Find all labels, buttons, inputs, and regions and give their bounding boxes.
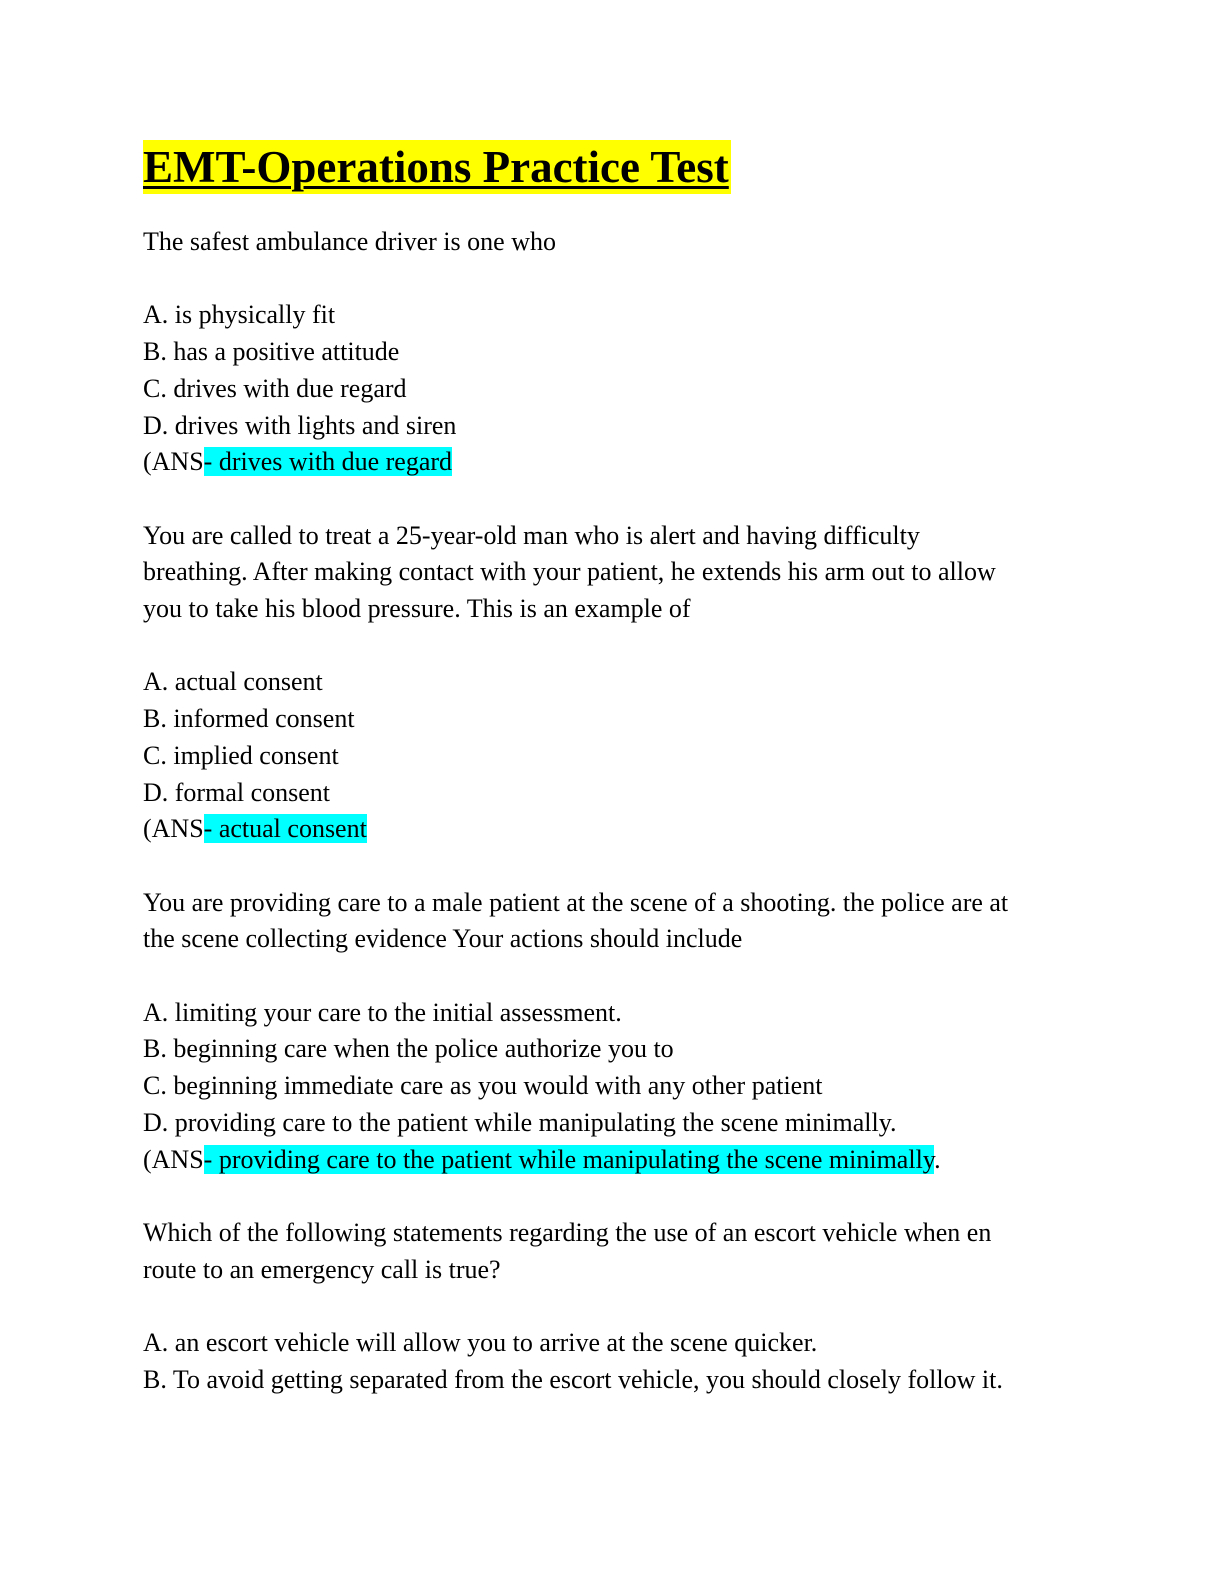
option-a: A. is physically fit [143, 300, 336, 330]
option-b: B. informed consent [143, 704, 355, 734]
answer-prefix: (ANS [143, 1144, 204, 1174]
answer-line: (ANS- drives with due regard [143, 444, 1083, 481]
question-stem: the scene collecting evidence Your actio… [143, 924, 743, 954]
option-c: C. drives with due regard [143, 373, 407, 403]
option-d: D. formal consent [143, 777, 331, 807]
question-1: The safest ambulance driver is one who A… [143, 224, 1083, 481]
answer-highlight: - actual consent [203, 814, 367, 844]
option-a: A. limiting your care to the initial ass… [143, 997, 622, 1027]
option-d: D. drives with lights and siren [143, 410, 457, 440]
question-4: Which of the following statements regard… [143, 1215, 1083, 1399]
question-stem: you to take his blood pressure. This is … [143, 594, 691, 623]
answer-line: (ANS- providing care to the patient whil… [143, 1142, 1083, 1179]
document-title: EMT-Operations Practice Test [143, 140, 731, 194]
option-d: D. providing care to the patient while m… [143, 1107, 897, 1137]
question-stem: breathing. After making contact with you… [143, 557, 996, 587]
answer-highlight: - drives with due regard [203, 447, 453, 477]
option-a: A. actual consent [143, 667, 323, 697]
question-stem: You are called to treat a 25-year-old ma… [143, 520, 920, 550]
question-stem: Which of the following statements regard… [143, 1217, 992, 1247]
question-3: You are providing care to a male patient… [143, 885, 1083, 1179]
answer-line: (ANS- actual consent [143, 811, 1083, 848]
question-stem: The safest ambulance driver is one who [143, 227, 556, 256]
question-2: You are called to treat a 25-year-old ma… [143, 518, 1083, 848]
answer-prefix: (ANS [143, 447, 204, 477]
document-page: EMT-Operations Practice Test The safest … [143, 140, 1083, 1398]
option-c: C. implied consent [143, 740, 339, 770]
option-b: B. has a positive attitude [143, 337, 400, 367]
question-stem: You are providing care to a male patient… [143, 887, 1009, 917]
option-b: B. To avoid getting separated from the e… [143, 1364, 1003, 1394]
answer-highlight: - providing care to the patient while ma… [203, 1144, 935, 1174]
answer-prefix: (ANS [143, 814, 204, 844]
question-stem: route to an emergency call is true? [143, 1254, 501, 1284]
option-b: B. beginning care when the police author… [143, 1034, 674, 1064]
option-a: A. an escort vehicle will allow you to a… [143, 1327, 818, 1357]
option-c: C. beginning immediate care as you would… [143, 1071, 823, 1101]
answer-suffix: . [934, 1144, 941, 1174]
